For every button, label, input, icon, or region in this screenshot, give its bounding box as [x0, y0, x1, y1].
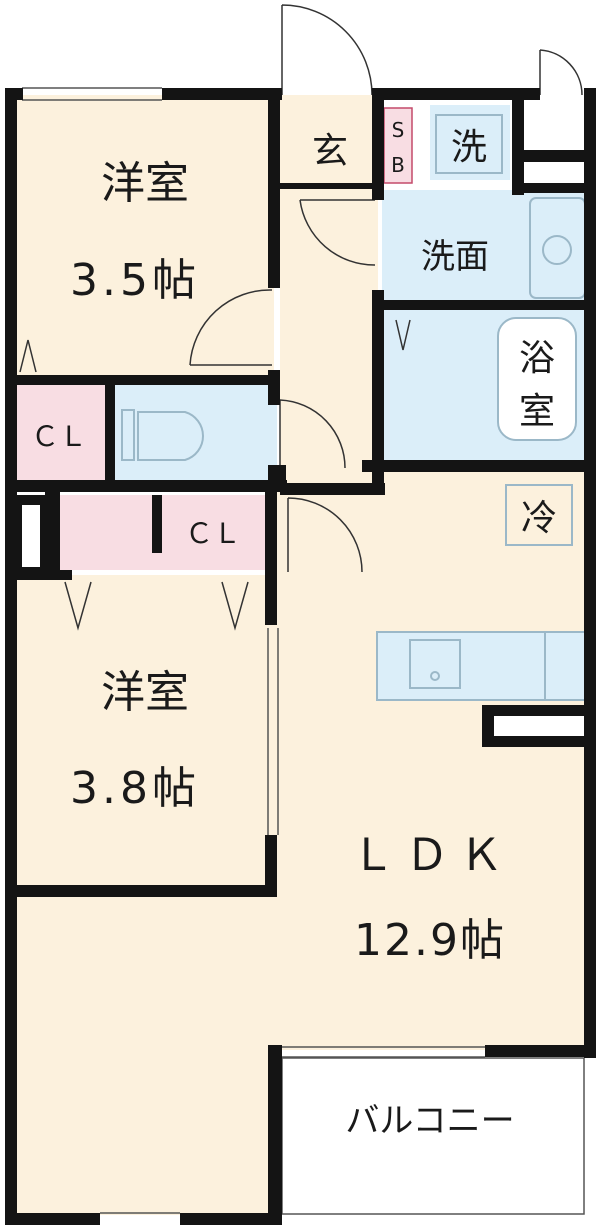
wall-toilet-right	[268, 370, 280, 405]
western-room-a-floor	[12, 95, 274, 383]
wall-room-a-bottom	[12, 375, 280, 385]
outer-door-swing	[539, 49, 583, 96]
wall-room-a-right	[268, 88, 280, 288]
ldk-name: ＬＤＫ	[351, 830, 513, 881]
toilet-door-swing	[279, 399, 346, 469]
wall-wet-left	[372, 290, 384, 495]
washroom-door-swing	[299, 199, 376, 266]
washer-label: 洗	[451, 127, 487, 168]
wall-hall-bottom	[280, 483, 385, 495]
walls	[5, 88, 596, 1225]
balcony-label: バルコニー	[345, 1101, 514, 1141]
western-room-b-size: 3.8帖	[70, 763, 200, 814]
wall-room-b-right-bottom	[265, 835, 277, 895]
closet-a-fold-mark	[19, 339, 37, 373]
bath-label-top: 浴	[519, 338, 555, 379]
wall-closet-b-divider	[152, 495, 162, 553]
washroom-floor	[382, 190, 587, 305]
refrigerator-label: 冷	[521, 498, 557, 539]
shoe-box-label-b: B	[391, 153, 405, 177]
wall-washer-right	[512, 95, 524, 195]
wall-bottom	[5, 1213, 100, 1225]
closet-a-floor	[12, 385, 107, 482]
toilet-floor	[112, 385, 277, 482]
wall-wash-bath-sep	[382, 300, 596, 310]
closet-b-floor	[60, 495, 270, 570]
front-door-swing	[281, 4, 373, 96]
kitchen-drain	[430, 671, 440, 681]
wall-room-b-bottom	[12, 885, 277, 897]
washbasin-bowl	[542, 235, 572, 265]
wall-left	[5, 88, 17, 1225]
wall-balcony-left	[268, 1045, 282, 1225]
wall-entrance-sep	[280, 183, 375, 189]
wall-balcony-top-right	[485, 1045, 596, 1057]
western-room-a-name: 洋室	[101, 158, 189, 209]
shoe-box-fill	[383, 107, 413, 184]
bathtub	[497, 317, 577, 441]
door-swings	[19, 4, 583, 631]
kitchen-counter	[376, 631, 586, 701]
lower-floor	[12, 890, 277, 1215]
wall-room-b-right-top	[265, 490, 277, 625]
wall-kitchen-stub-inner	[494, 716, 584, 736]
hallway-floor	[280, 190, 378, 485]
room-fills	[12, 95, 587, 1215]
washroom-label: 洗面	[421, 237, 489, 277]
wall-top-mid	[162, 88, 282, 100]
shoe-box-label-s: S	[392, 118, 405, 142]
room-a-door-swing	[189, 289, 273, 366]
balcony-floor	[282, 1055, 584, 1215]
wall-pillar-top-right	[524, 150, 596, 162]
refrigerator-box	[505, 484, 573, 546]
wall-top-entrance	[372, 88, 540, 100]
wall-pillar-top-right-b	[524, 183, 596, 193]
toilet-bowl	[137, 411, 204, 461]
wall-closet-b-left	[45, 492, 60, 577]
ldk-size: 12.9帖	[354, 915, 506, 966]
wall-bottom-right	[180, 1213, 282, 1225]
closet-b-fold-mark-left	[64, 581, 92, 631]
kitchen-sink	[409, 639, 461, 689]
wall-right	[584, 88, 596, 1058]
washer-space	[430, 105, 510, 180]
entrance-floor	[280, 95, 380, 190]
bath-label-bottom: 室	[519, 391, 555, 432]
ldk-door-swing	[287, 497, 363, 573]
ldk-floor	[274, 465, 586, 1050]
toilet-tank	[121, 409, 135, 461]
closet-b-label: ＣＬ	[185, 517, 241, 550]
entrance-label: 玄	[312, 131, 348, 172]
washer-box	[435, 114, 503, 174]
wall-washer-left	[372, 88, 384, 200]
closet-a-label: ＣＬ	[31, 420, 87, 453]
wall-pillar-mid-left	[22, 505, 40, 567]
wall-wet-bottom	[362, 460, 596, 472]
western-room-b-name: 洋室	[101, 667, 189, 718]
wall-closet-a-right	[105, 380, 115, 485]
wall-toilet-bottom	[12, 480, 287, 492]
labels: 洋室 3.5帖 洋室 3.8帖 ＬＤＫ 12.9帖 玄 S B 洗 洗面 浴 室…	[31, 114, 573, 1141]
western-room-b-floor	[12, 575, 274, 890]
closet-b-fold-mark-right	[221, 581, 249, 631]
western-room-a-size: 3.5帖	[70, 255, 200, 306]
bath-door-mark	[395, 319, 411, 351]
